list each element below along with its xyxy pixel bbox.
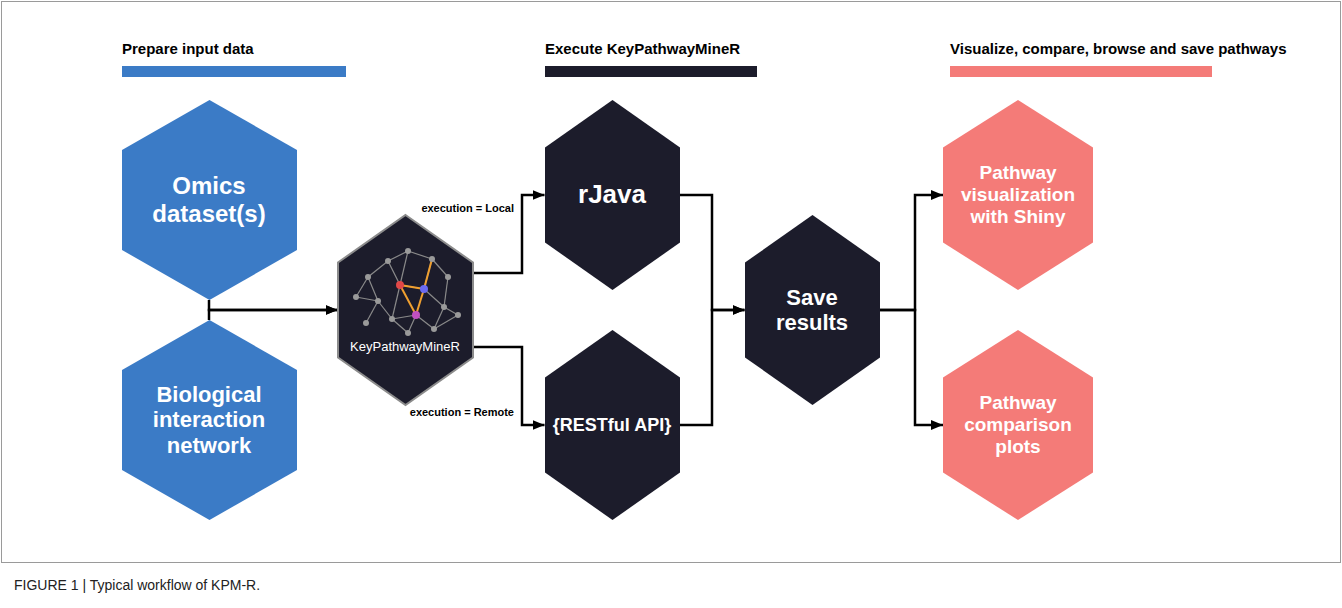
network-link [424, 259, 432, 289]
hexagon-fill [943, 330, 1093, 520]
figure-caption: FIGURE 1 | Typical workflow of KPM-R. [14, 577, 260, 593]
network-link [434, 315, 458, 329]
section-heading: Visualize, compare, browse and save path… [950, 40, 1287, 57]
hexagon-fill [943, 100, 1093, 290]
section-heading: Execute KeyPathwayMineR [545, 40, 740, 57]
process-hexagon: Save results [745, 215, 880, 405]
node-text: Omics dataset(s) [129, 172, 290, 227]
network-dot [405, 248, 411, 254]
section-heading: Prepare input data [122, 40, 254, 57]
network-link [366, 301, 378, 323]
section-bar [545, 66, 757, 77]
network-link [356, 277, 368, 297]
network-link [400, 251, 408, 285]
input-hexagon: Omics dataset(s) [122, 100, 297, 300]
logo-hexagon: KeyPathwayMineR [338, 215, 473, 405]
process-hexagon: {RESTful API} [545, 330, 680, 520]
hexagon-fill [338, 215, 473, 405]
network-dot [405, 330, 411, 336]
edge-label: execution = Remote [408, 406, 516, 418]
network-dot [363, 320, 369, 326]
hexagon-fill [122, 320, 297, 520]
node-text: {RESTful API} [553, 415, 671, 436]
output-hexagon: Pathway visualization with Shiny [943, 100, 1093, 290]
output-hexagon: Pathway comparison plots [943, 330, 1093, 520]
network-dot [396, 281, 404, 289]
network-dot [441, 304, 447, 310]
network-dot [385, 258, 391, 264]
flow-connector [880, 310, 944, 425]
node-text: rJava [578, 180, 646, 210]
network-link [368, 261, 388, 277]
hexagon-outline [338, 215, 473, 405]
network-illustration [353, 248, 461, 336]
network-link [432, 259, 448, 277]
hexagon-fill [122, 100, 297, 300]
input-hexagon: Biological interaction network [122, 320, 297, 520]
hexagon-fill [745, 215, 880, 405]
network-dot [431, 326, 437, 332]
process-hexagon: rJava [545, 100, 680, 290]
hexagon-fill [545, 100, 680, 290]
network-link [356, 297, 378, 301]
pathway-link [424, 259, 432, 289]
flow-connector [680, 195, 745, 310]
section-bar [122, 66, 346, 77]
network-link [368, 277, 378, 301]
flow-connector [880, 195, 944, 310]
network-link [378, 301, 392, 319]
node-text: Pathway visualization with Shiny [950, 162, 1086, 228]
network-dot [445, 274, 451, 280]
section-bar [950, 66, 1212, 77]
network-dot [420, 285, 428, 293]
flow-connector [680, 310, 745, 425]
flow-connector [209, 310, 338, 320]
network-link [424, 289, 444, 307]
network-link [392, 319, 408, 333]
node-text: KeyPathwayMineR [350, 340, 460, 355]
figure-border [2, 2, 1341, 563]
network-dot [375, 298, 381, 304]
hexagon-fill [545, 330, 680, 520]
edge-label: execution = Local [419, 202, 516, 214]
network-dot [353, 294, 359, 300]
network-dot [412, 311, 420, 319]
network-dot [389, 316, 395, 322]
node-text: Save results [752, 285, 873, 336]
pathway-link [400, 285, 416, 315]
network-dot [429, 256, 435, 262]
network-dot [365, 274, 371, 280]
flow-connector [209, 300, 338, 310]
network-link [392, 285, 400, 319]
network-link [388, 261, 400, 285]
network-link [388, 251, 408, 261]
network-dot [455, 312, 461, 318]
pathway-link [416, 289, 424, 315]
node-text: Biological interaction network [129, 382, 290, 458]
network-link [444, 277, 448, 307]
node-text: Pathway comparison plots [950, 392, 1086, 458]
network-link [408, 251, 432, 259]
